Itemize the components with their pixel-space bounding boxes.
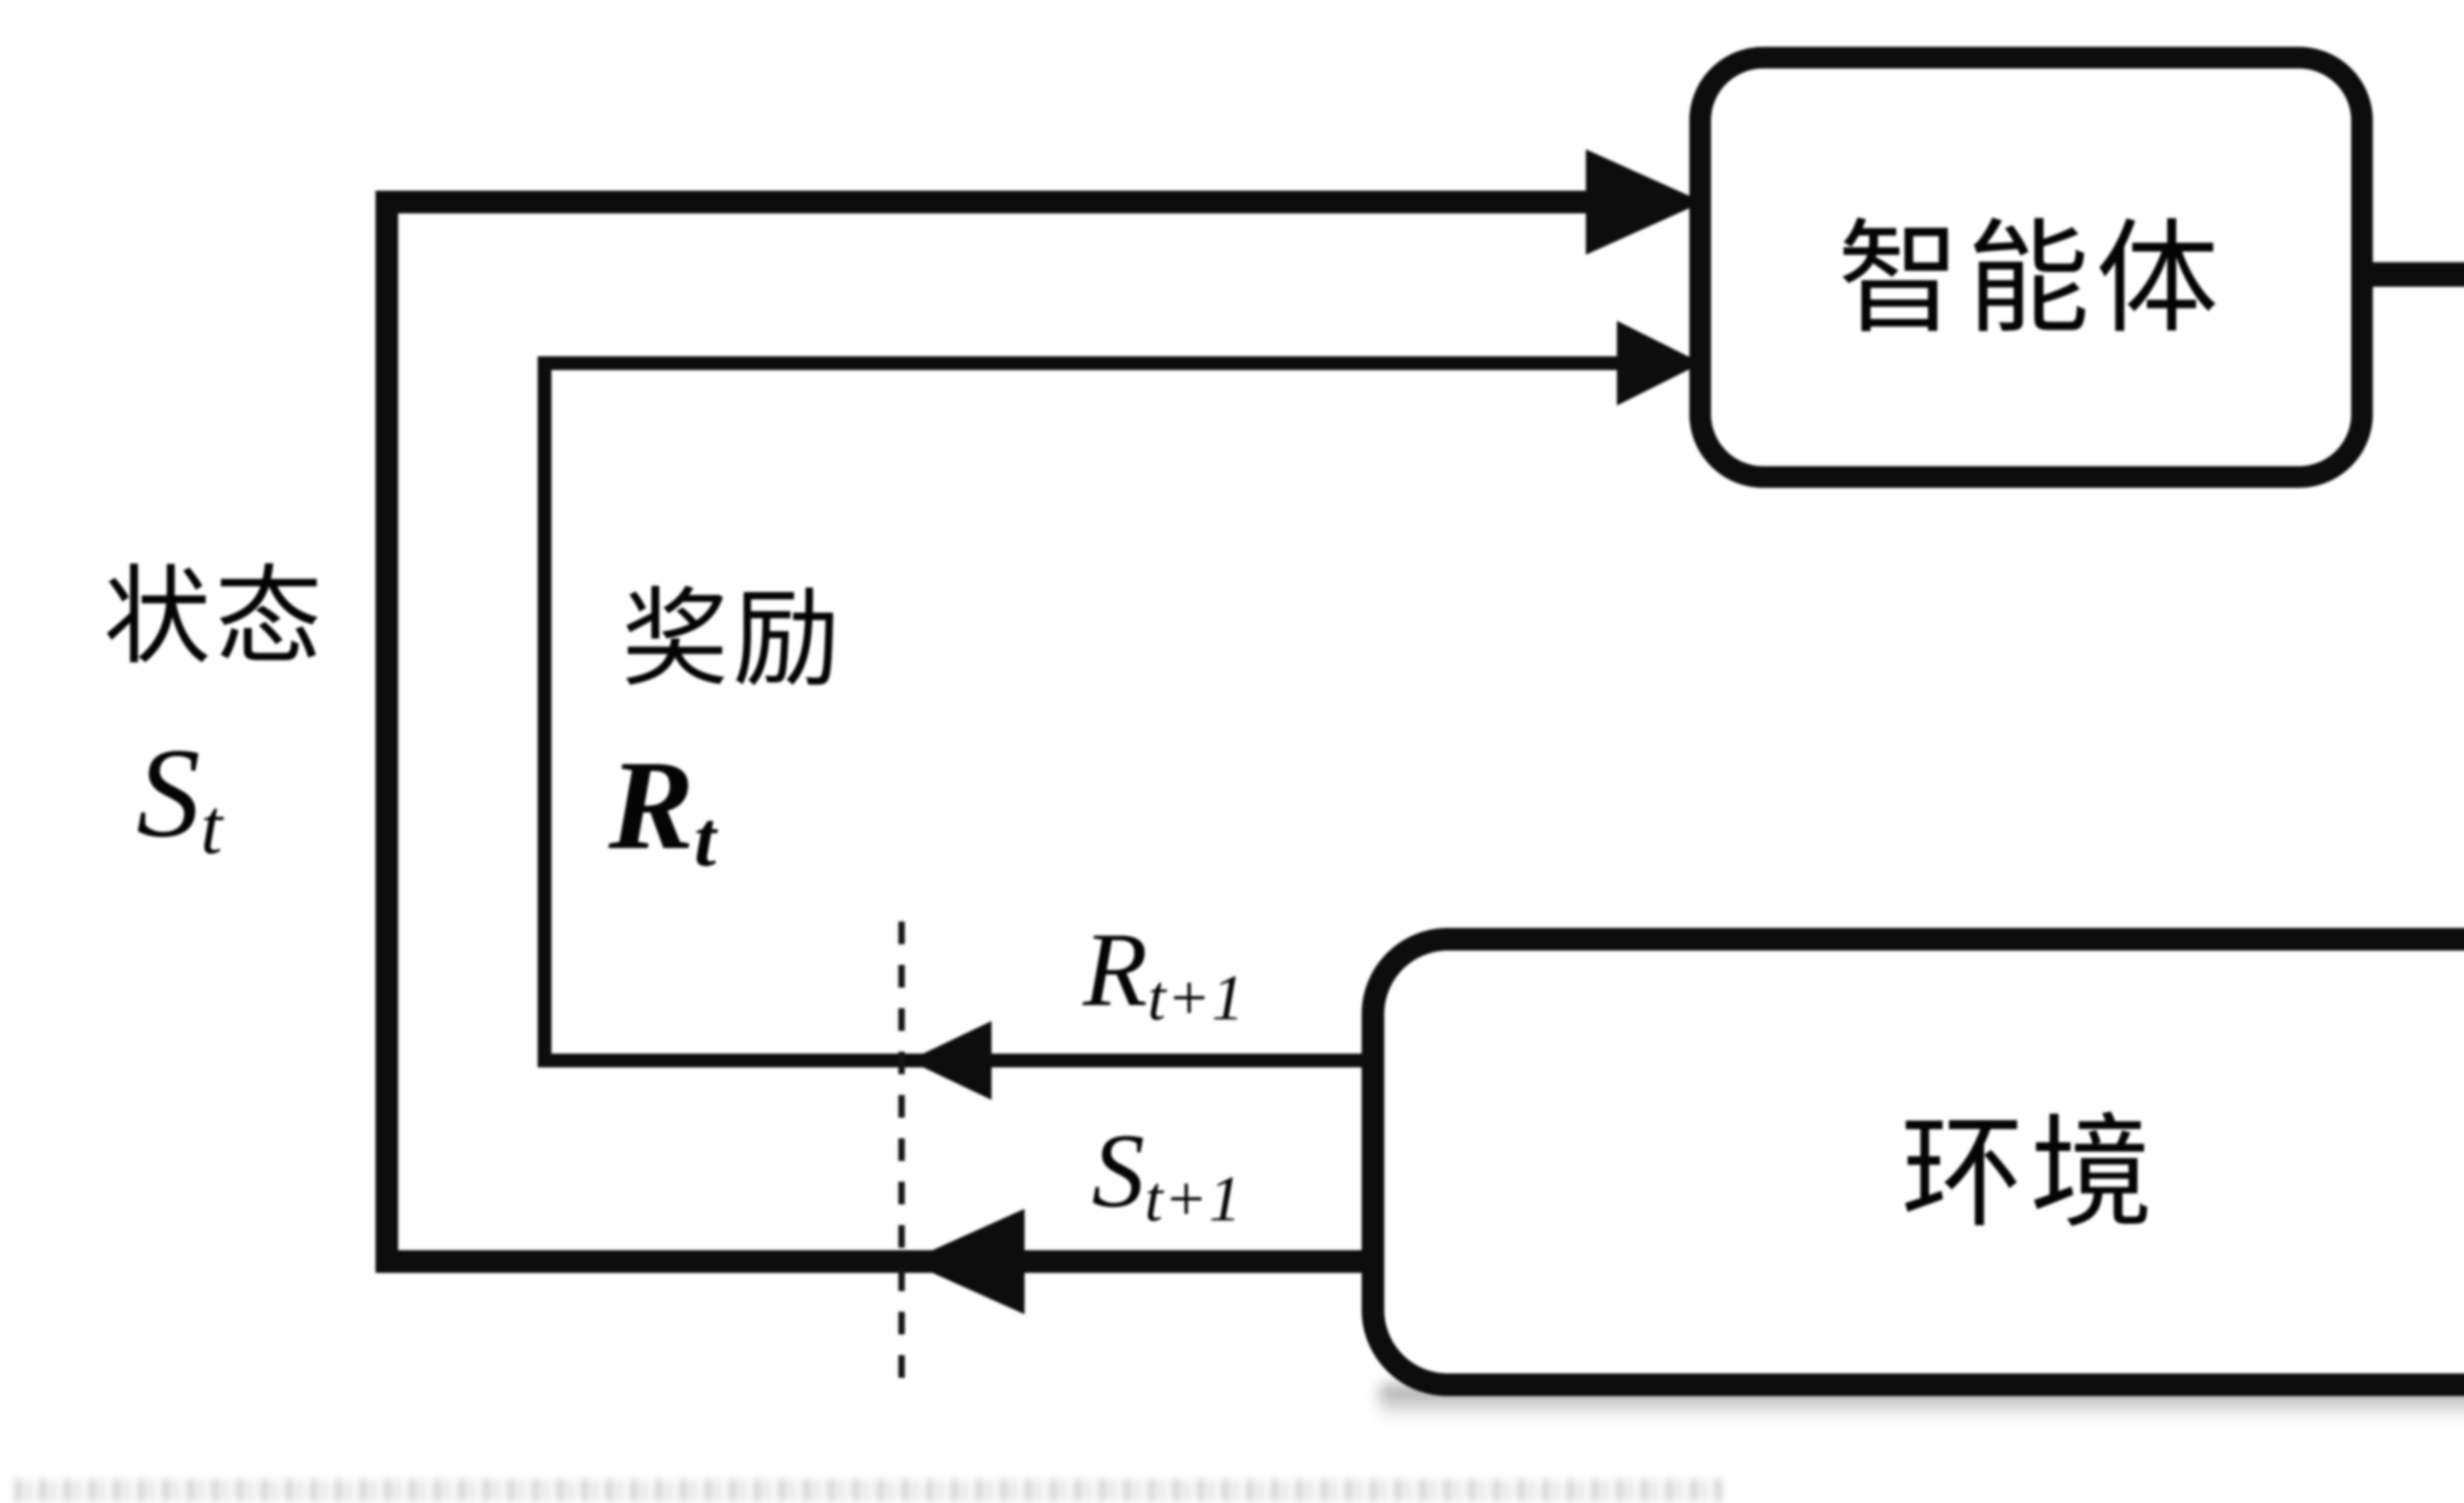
agent-box: 智能体 xyxy=(1689,47,2373,488)
next-state-arrowhead-icon xyxy=(906,1209,1025,1314)
next-reward-arrowhead-icon xyxy=(907,1021,992,1100)
next-state-symbol: St+1 xyxy=(1092,1109,1242,1236)
next-state-symbol-base: S xyxy=(1092,1111,1145,1230)
next-reward-symbol-sub: t+1 xyxy=(1147,961,1245,1034)
state-symbol: St xyxy=(137,719,223,872)
environment-box-label: 环境 xyxy=(1901,1106,2159,1243)
reward-symbol: Rt xyxy=(609,732,717,885)
time-boundary-dashed-line xyxy=(898,922,905,1397)
state-symbol-base: S xyxy=(136,721,201,864)
state-loop-left-line xyxy=(376,191,398,1273)
agent-box-label: 智能体 xyxy=(1837,211,2225,348)
reward-arrowhead-into-agent-icon xyxy=(1617,321,1703,406)
state-arrowhead-into-agent-icon xyxy=(1586,149,1705,255)
action-loop-top-line xyxy=(2361,262,2464,287)
state-label: 状态 xyxy=(103,559,326,678)
reward-symbol-base: R xyxy=(609,734,694,876)
cutoff-caption-strip xyxy=(15,1479,1725,1501)
next-reward-symbol-base: R xyxy=(1083,910,1148,1028)
next-state-symbol-sub: t+1 xyxy=(1144,1162,1242,1235)
state-loop-top-line xyxy=(376,191,1595,213)
next-reward-symbol: Rt+1 xyxy=(1083,908,1245,1035)
reward-symbol-sub: t xyxy=(694,795,717,883)
reward-loop-left-line xyxy=(538,356,551,1067)
state-symbol-sub: t xyxy=(200,783,224,871)
state-loop-bottom-line xyxy=(376,1250,1363,1273)
reward-loop-top-line xyxy=(538,356,1617,370)
environment-box: 环境 xyxy=(1362,928,2464,1396)
reward-label: 奖励 xyxy=(621,581,844,700)
